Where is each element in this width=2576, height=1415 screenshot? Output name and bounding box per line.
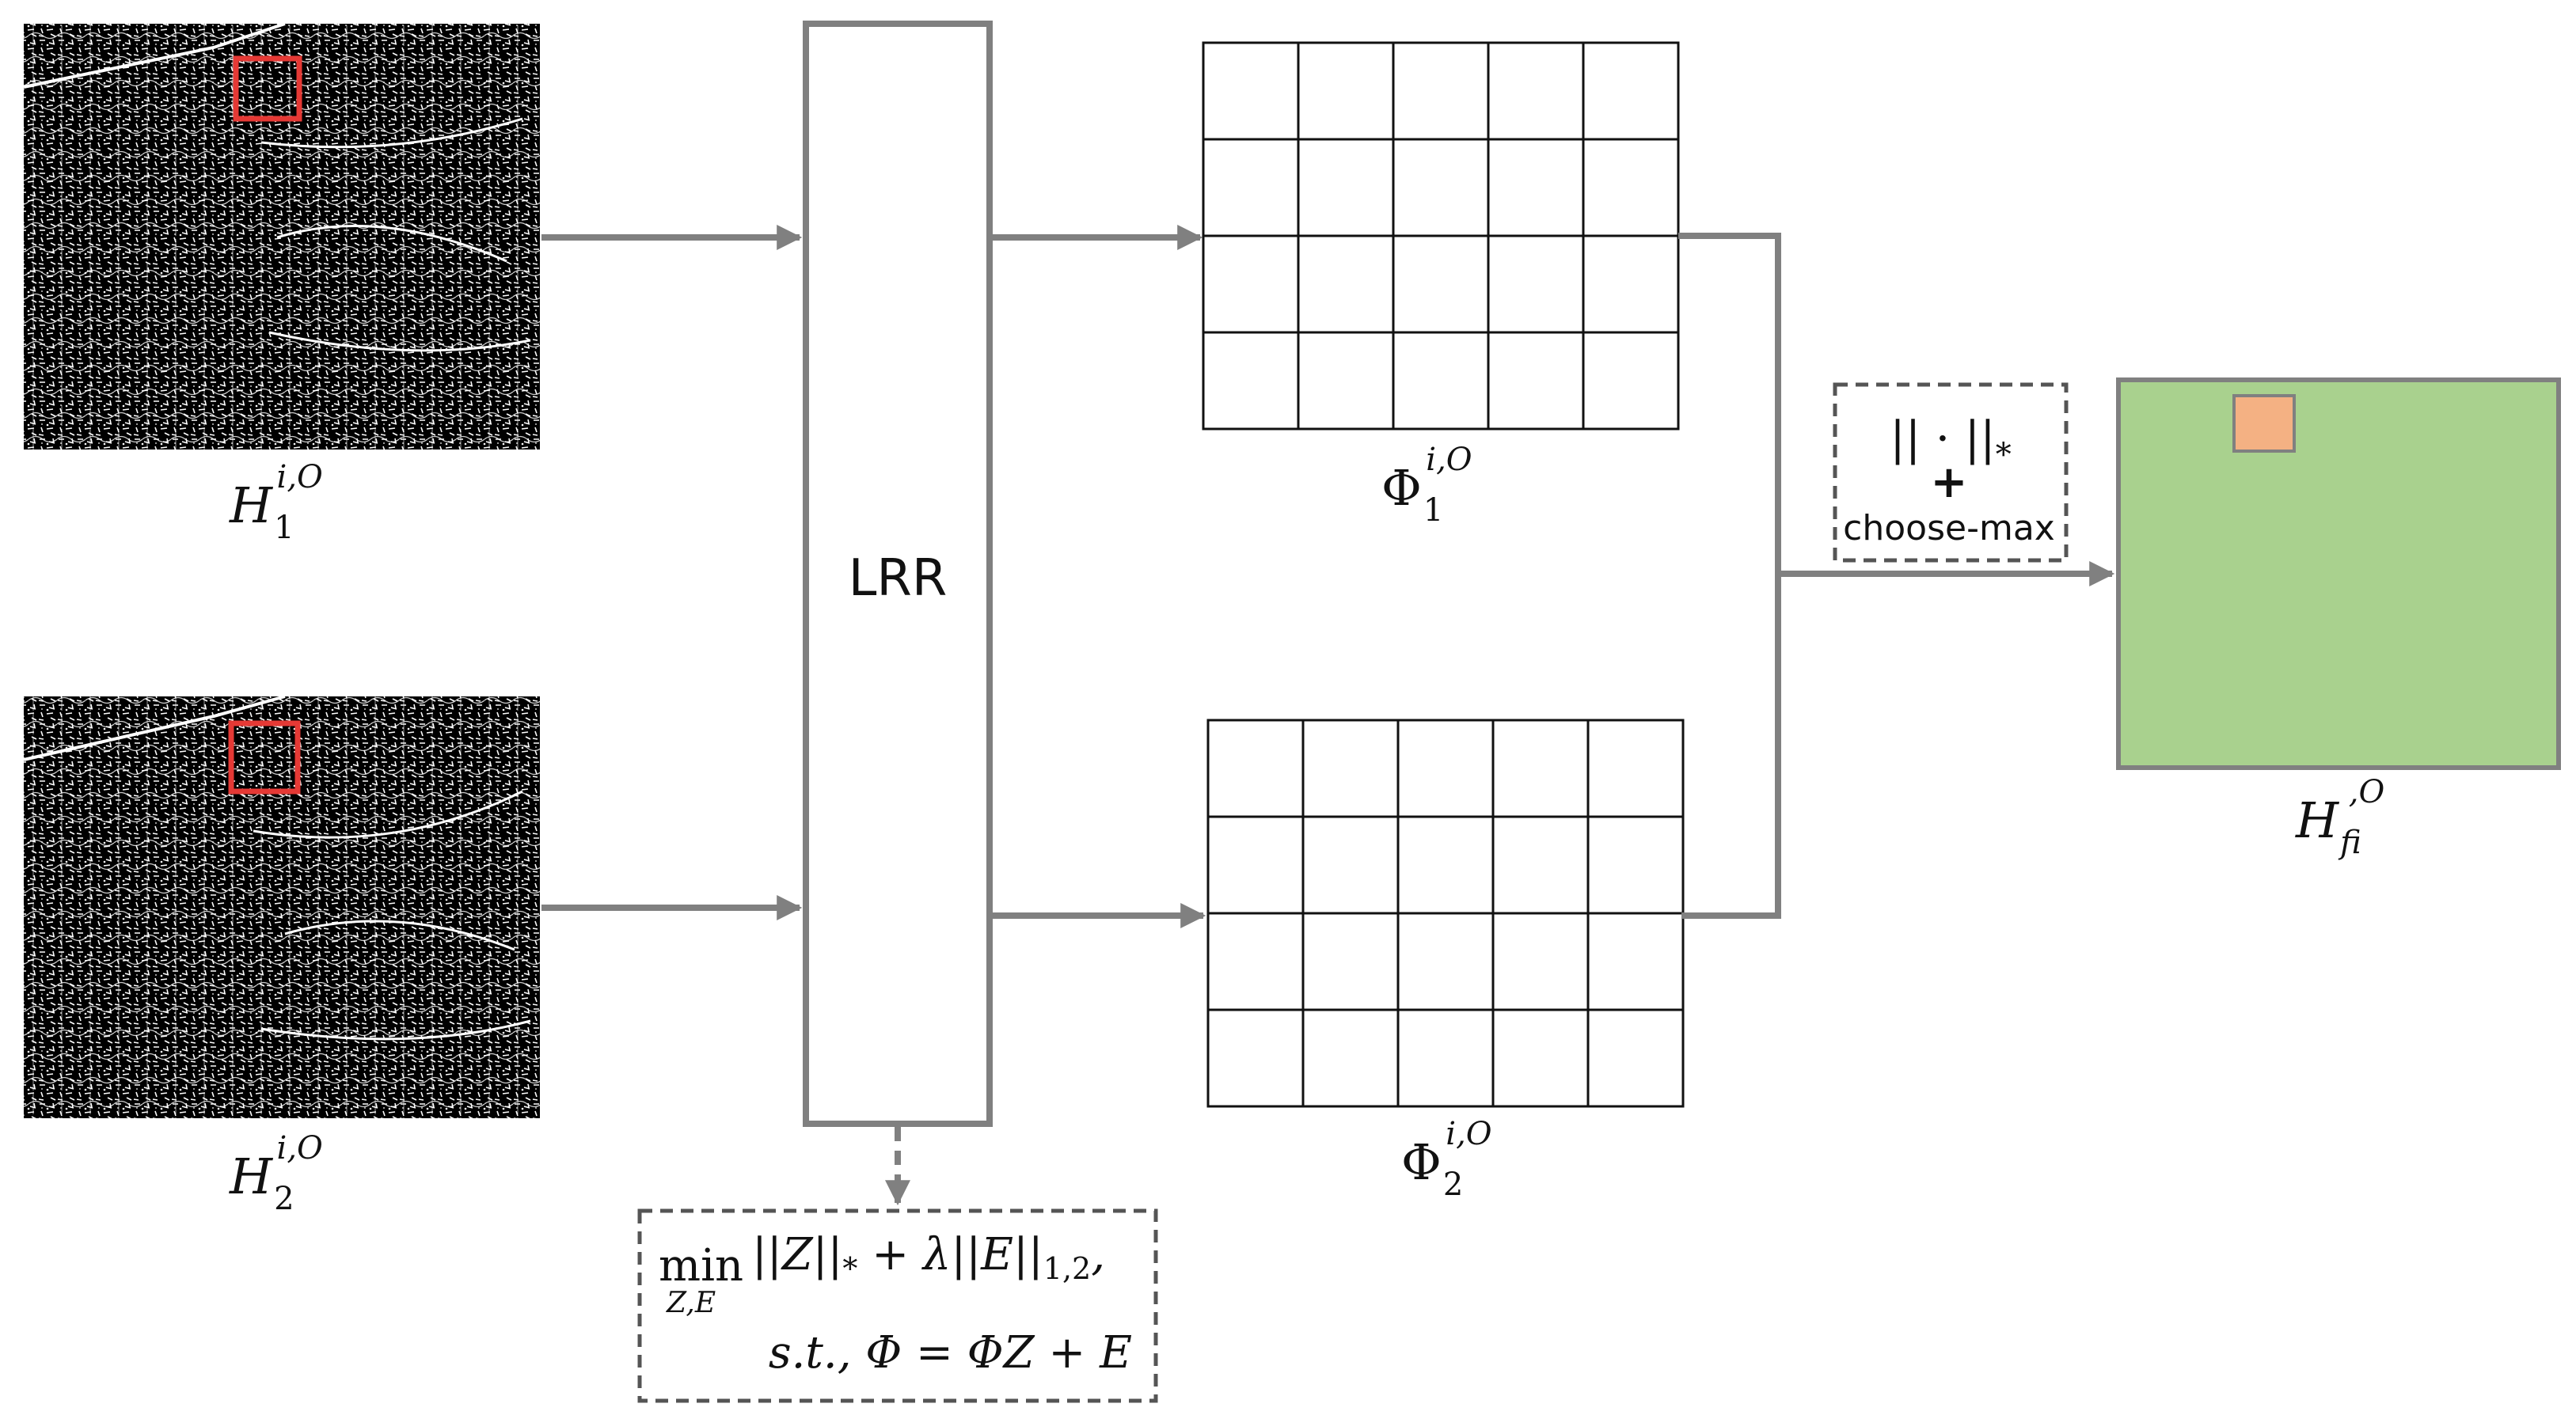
roi-box-1 — [233, 55, 302, 122]
coefficient-grid-2 — [1206, 719, 1685, 1108]
grid-cell — [1202, 331, 1300, 431]
objective-line-1: ||Z||* + λ||E||1,2, — [752, 1229, 1105, 1286]
objective-min-sub: Z,E — [666, 1287, 716, 1319]
objective-min: min — [659, 1240, 743, 1292]
fusion-norm: || · ||* — [1890, 412, 2011, 473]
grid-cell — [1582, 41, 1680, 141]
grid-cell-highlighted — [1301, 719, 1400, 818]
grid-cell — [1206, 1008, 1305, 1108]
grid-cell — [1487, 331, 1585, 431]
grid-cell — [1491, 1008, 1590, 1108]
fused-highlight-patch — [2232, 394, 2296, 453]
fusion-rule-label: choose-max — [1843, 508, 2055, 548]
grid-cell — [1586, 815, 1685, 915]
input-image-1 — [23, 22, 540, 450]
grid-cell — [1396, 815, 1495, 915]
label-fused: Hfi,O — [2295, 774, 2384, 861]
grid-cell — [1392, 41, 1490, 141]
fusion-rule-box — [1833, 382, 2069, 563]
objective-box — [637, 1208, 1158, 1403]
grid-cell — [1202, 138, 1300, 237]
grid-cell — [1396, 719, 1495, 818]
merge-line-phi2 — [1681, 574, 1781, 919]
label-input-1: H1i,O — [229, 459, 323, 546]
grid-cell — [1202, 41, 1300, 141]
lrr-block — [803, 21, 993, 1127]
roi-box-2 — [228, 720, 301, 795]
grid-cell — [1487, 138, 1585, 237]
grid-cell — [1586, 1008, 1685, 1108]
grid-cell — [1297, 138, 1395, 237]
grid-cell — [1582, 234, 1680, 334]
label-phi-1: Φ1i,O — [1381, 442, 1472, 529]
grid-cell — [1206, 815, 1305, 915]
grid-cell — [1301, 912, 1400, 1011]
fusion-plus: + — [1931, 457, 1968, 508]
grid-cell — [1297, 234, 1395, 334]
grid-cell — [1582, 138, 1680, 237]
grid-cell — [1206, 912, 1305, 1011]
lrr-label: LRR — [849, 549, 948, 608]
grid-cell — [1487, 234, 1585, 334]
grid-cell — [1301, 1008, 1400, 1108]
grid-cell — [1586, 719, 1685, 818]
grid-cell — [1586, 912, 1685, 1011]
grid-cell — [1487, 41, 1585, 141]
label-phi-2: Φ2i,O — [1401, 1116, 1492, 1203]
input-image-2 — [23, 695, 540, 1118]
grid-cell — [1392, 234, 1490, 334]
grid-cell — [1392, 331, 1490, 431]
grid-cell — [1297, 331, 1395, 431]
coefficient-grid-1 — [1202, 41, 1680, 431]
grid-cell — [1202, 234, 1300, 334]
grid-cell — [1491, 912, 1590, 1011]
grid-cell — [1396, 912, 1495, 1011]
label-input-2: H2i,O — [229, 1130, 323, 1217]
grid-cell-highlighted — [1297, 41, 1395, 141]
grid-cell — [1491, 719, 1590, 818]
objective-line-2: s.t., Φ = ΦZ + E — [769, 1327, 1132, 1379]
grid-cell — [1582, 331, 1680, 431]
grid-cell — [1392, 138, 1490, 237]
grid-cell — [1491, 815, 1590, 915]
grid-cell — [1301, 815, 1400, 915]
merge-line-phi1 — [1678, 233, 1781, 574]
grid-cell — [1206, 719, 1305, 818]
grid-cell — [1396, 1008, 1495, 1108]
fused-output — [2116, 377, 2561, 770]
